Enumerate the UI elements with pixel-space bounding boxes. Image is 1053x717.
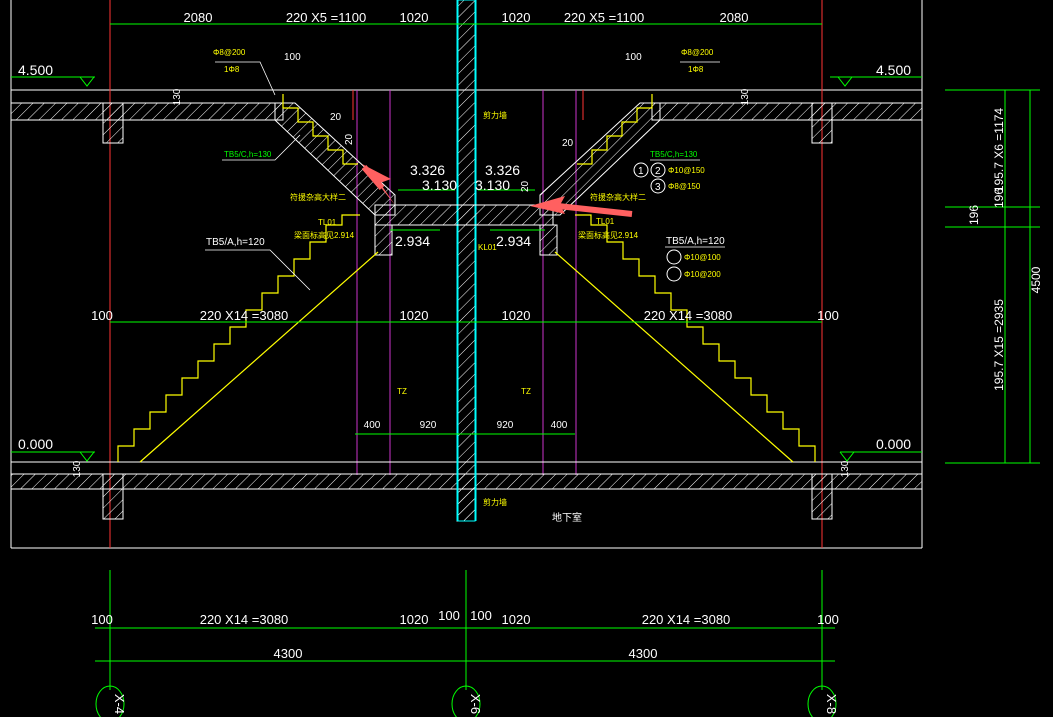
dim-top-left-landing: 1020 — [400, 10, 429, 25]
top-slab — [10, 102, 923, 144]
dim-top-left-outer: 2080 — [184, 10, 213, 25]
rebar-a3: Φ10@200 — [684, 270, 721, 279]
note-right-2: 梁面标高见2.914 — [578, 230, 639, 240]
axis-center: X-6 — [468, 694, 483, 714]
step-tag-left2: 20 — [344, 133, 355, 145]
dim-bottom-wall-left: 100 — [438, 608, 460, 623]
axis-left: X-4 — [112, 694, 127, 714]
rebar-n1: 1 — [638, 166, 644, 177]
shear-wall-top-label: 剪力墙 — [483, 110, 507, 120]
pointer-arrows — [361, 164, 633, 217]
dim-bottom-left-landing: 1020 — [400, 612, 429, 627]
vdim-upper: 195.7 X6 =1174 — [992, 108, 1006, 193]
dim-bottom-left-offset: 100 — [91, 612, 113, 627]
dim-top-left-steps: 220 X5 =1100 — [286, 10, 366, 25]
rebar-top-left-c: 100 — [284, 52, 301, 63]
tb-c-left: TB5/C,h=130 — [224, 150, 272, 159]
dim-bottom-right-total: 4300 — [629, 646, 658, 661]
dim-mid-right-steps: 220 X14 =3080 — [644, 308, 733, 323]
vdim-lower: 195.7 X15 =2935 — [992, 299, 1006, 391]
tz-right-label: TZ — [521, 387, 531, 396]
landing-beams — [374, 204, 558, 256]
level-top-left: 4.500 — [18, 62, 53, 78]
vdim-total: 4500 — [1029, 266, 1043, 293]
note-left-1: 符援杂高大样二 — [290, 192, 346, 202]
basement-label: 地下室 — [552, 511, 582, 524]
dim-bottom-right-landing: 1020 — [502, 612, 531, 627]
rebar-top-right-c: 100 — [625, 52, 642, 63]
slab-top-left: 130 — [172, 88, 183, 105]
steps — [117, 94, 816, 463]
rebar-r3: Φ8@150 — [668, 182, 701, 191]
dim-bottom-wall-right: 100 — [470, 608, 492, 623]
dim-lines — [11, 23, 1040, 690]
slab-bottom-left: 130 — [72, 460, 83, 477]
rebar-a12: Φ10@100 — [684, 253, 721, 262]
tb-a-left: TB5/A,h=120 — [206, 237, 265, 248]
shear-wall — [456, 0, 477, 522]
rebar-n2: 2 — [655, 166, 661, 177]
kl-label: KL01 — [478, 243, 497, 252]
level-landing-right-a: 3.326 — [485, 162, 520, 178]
tl-right: TL01 — [596, 217, 615, 226]
dim-tz-b: 920 — [420, 420, 437, 431]
dim-mid-right-landing: 1020 — [502, 308, 531, 323]
level-beam-left: 2.934 — [395, 233, 430, 249]
vdim-small-left: 196 — [967, 205, 981, 225]
level-landing-left-a: 3.326 — [410, 162, 445, 178]
dim-mid-right-offset: 100 — [817, 308, 839, 323]
tb-c-right: TB5/C,h=130 — [650, 150, 698, 159]
rebar-top-left-a: Φ8@200 — [213, 48, 246, 57]
dim-mid-left-steps: 220 X14 =3080 — [200, 308, 289, 323]
rebar-top-right-b: 1Φ8 — [688, 65, 704, 74]
slab-bottom-right: 130 — [840, 460, 851, 477]
tz-left-label: TZ — [397, 387, 407, 396]
rebar-r12: Φ10@150 — [668, 166, 705, 175]
tb-a-right: TB5/A,h=120 — [666, 236, 725, 247]
dim-bottom-left-total: 4300 — [274, 646, 303, 661]
dim-bottom-right-steps: 220 X14 =3080 — [642, 612, 731, 627]
leaders — [205, 61, 725, 291]
slab-top-right: 130 — [740, 88, 751, 105]
level-beam-right: 2.934 — [496, 233, 531, 249]
shear-wall-bottom-label: 剪力墙 — [483, 497, 507, 507]
step-tag-right: 20 — [562, 138, 574, 149]
step-tag-right2: 20 — [520, 180, 531, 192]
rebar-n3: 3 — [655, 182, 661, 193]
vdim-mid: 196 — [992, 188, 1006, 208]
dim-mid-left-landing: 1020 — [400, 308, 429, 323]
dim-top-right-steps: 220 X5 =1100 — [564, 10, 644, 25]
level-bottom-left: 0.000 — [18, 436, 53, 452]
dim-bottom-right-offset: 100 — [817, 612, 839, 627]
dim-bottom-left-steps: 220 X14 =3080 — [200, 612, 289, 627]
level-landing-left-b: 3.130 — [422, 177, 457, 193]
level-landing-right-b: 3.130 — [475, 177, 510, 193]
dim-tz-a: 400 — [364, 420, 381, 431]
level-marks — [79, 76, 855, 462]
level-bottom-right: 0.000 — [876, 436, 911, 452]
magenta-lines — [356, 90, 577, 475]
dim-mid-left-offset: 100 — [91, 308, 113, 323]
dim-tz-d: 400 — [551, 420, 568, 431]
right-arrow — [530, 196, 565, 214]
level-top-right: 4.500 — [876, 62, 911, 78]
note-right-1: 符援杂高大样二 — [590, 192, 646, 202]
dim-top-right-outer: 2080 — [720, 10, 749, 25]
axis-right: X-8 — [824, 694, 839, 714]
tl-left: TL01 — [318, 218, 337, 227]
rebar-top-right-a: Φ8@200 — [681, 48, 714, 57]
dim-top-right-landing: 1020 — [502, 10, 531, 25]
note-left-2: 梁面标高见2.914 — [294, 230, 355, 240]
rebar-bubbles — [633, 162, 682, 282]
axis-bubbles — [95, 685, 837, 717]
dim-tz-c: 920 — [497, 420, 514, 431]
upper-flights — [274, 102, 661, 216]
rebar-top-left-b: 1Φ8 — [224, 65, 240, 74]
step-tag-left: 20 — [330, 112, 342, 123]
column-lines — [109, 0, 823, 548]
